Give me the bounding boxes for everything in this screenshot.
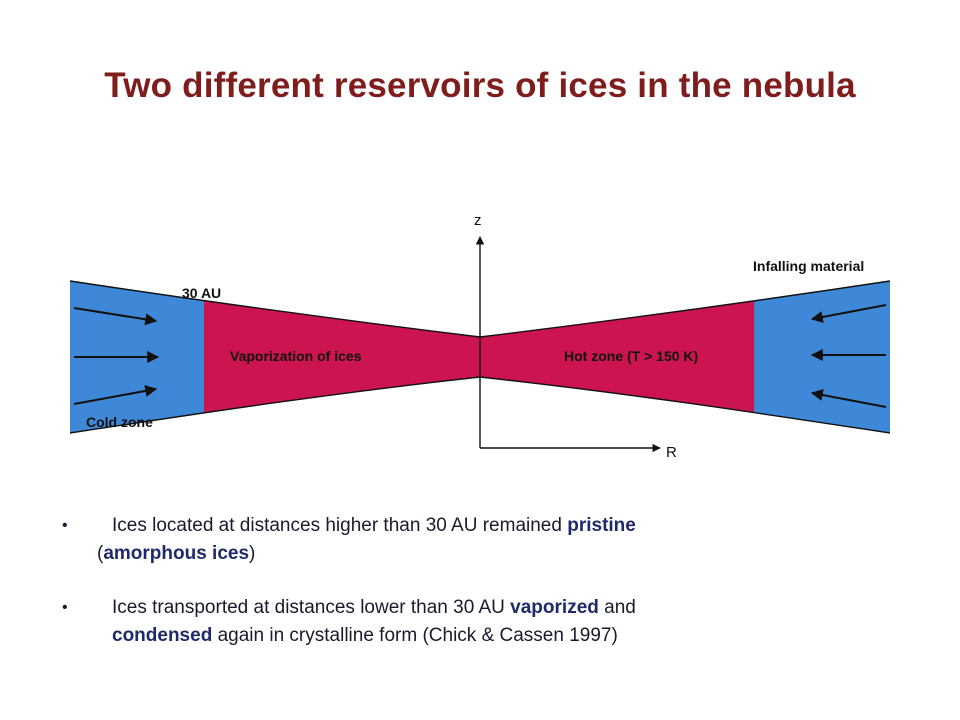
- paren-open: (: [97, 543, 104, 564]
- bullet-emphasis: amorphous ices: [103, 543, 250, 564]
- label-vaporization: Vaporization of ices: [230, 348, 362, 364]
- bullet-item-pristine: • Ices located at distances higher than …: [60, 512, 920, 568]
- nebula-disk-diagram: z R 30 AU Infalling material Vaporizatio…: [56, 205, 906, 465]
- z-axis-label: z: [474, 212, 482, 229]
- bullet-list: • Ices located at distances higher than …: [60, 512, 920, 650]
- bullet-marker: •: [62, 517, 68, 534]
- arrow-right-1: [810, 304, 887, 323]
- label-cold-zone: Cold zone: [86, 414, 153, 430]
- bullet-line-2: (amorphous ices): [97, 540, 920, 568]
- bullet-emphasis: pristine: [567, 515, 636, 536]
- bullet-line-2: condensed again in crystalline form (Chi…: [112, 622, 920, 650]
- bullet-emphasis: vaporized: [510, 597, 599, 618]
- bullet-text: Ices transported at distances lower than…: [112, 597, 511, 618]
- arrow-right-3: [810, 389, 887, 408]
- label-infalling-material: Infalling material: [753, 258, 864, 274]
- bullet-emphasis: condensed: [112, 625, 213, 646]
- cold-zone-right: [754, 281, 890, 433]
- bullet-text: again in crystalline form (Chick & Casse…: [212, 625, 618, 646]
- label-30au: 30 AU: [182, 285, 221, 301]
- label-hot-zone: Hot zone (T > 150 K): [564, 348, 698, 364]
- arrow-left-3: [73, 385, 158, 405]
- diagram-svg: z R 30 AU Infalling material Vaporizatio…: [69, 212, 891, 461]
- bullet-item-vaporized: • Ices transported at distances lower th…: [60, 594, 920, 650]
- bullet-text: Ices located at distances higher than 30…: [112, 515, 568, 536]
- slide-title: Two different reservoirs of ices in the …: [104, 66, 856, 105]
- r-axis-label: R: [666, 444, 677, 461]
- arrow-left-1: [73, 307, 158, 326]
- paren-close: ): [249, 543, 256, 564]
- bullet-text: and: [598, 597, 636, 618]
- bullet-marker: •: [62, 599, 68, 616]
